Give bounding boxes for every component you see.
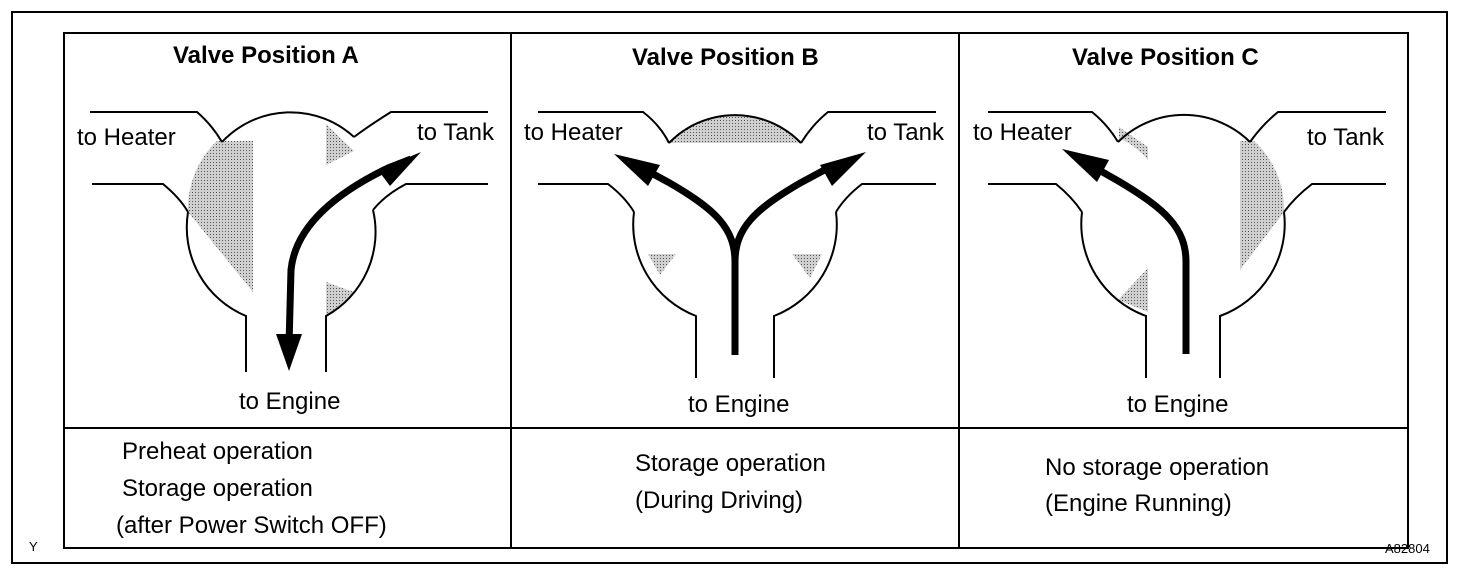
corner-mark: Y xyxy=(29,539,38,554)
panel-a-description-line: Preheat operation xyxy=(122,438,313,465)
panel-b-engine-label: to Engine xyxy=(688,391,790,418)
flow-arrow xyxy=(731,163,832,263)
panel-b-heater-label: to Heater xyxy=(524,119,623,146)
panel-b-title: Valve Position B xyxy=(632,44,819,71)
panel-a-heater-label: to Heater xyxy=(77,124,176,151)
panel-a-title: Valve Position A xyxy=(173,42,359,69)
flow-arrow xyxy=(1090,162,1190,354)
valve-c-diagram xyxy=(988,111,1386,378)
panel-a-engine-label: to Engine xyxy=(239,388,341,415)
panel-a-tank-label: to Tank xyxy=(417,119,494,146)
panel-a-description-line: (after Power Switch OFF) xyxy=(116,512,387,539)
panel-divider xyxy=(958,32,960,549)
figure-code: A82804 xyxy=(1385,541,1430,556)
arrow-head xyxy=(276,334,302,371)
flow-arrow xyxy=(285,155,413,346)
valve-c-shading xyxy=(1118,127,1285,312)
valve-c-body xyxy=(988,111,1386,378)
arrow-head xyxy=(820,152,866,186)
panel-b-tank-label: to Tank xyxy=(867,119,944,146)
panel-a-description-line: Storage operation xyxy=(122,475,313,502)
panel-grid xyxy=(63,32,1409,549)
valve-a-diagram xyxy=(90,111,488,372)
valve-a-body xyxy=(90,111,488,372)
valve-a-shading xyxy=(187,124,354,318)
panel-c-tank-label: to Tank xyxy=(1307,124,1384,151)
panel-c-description-line: No storage operation xyxy=(1045,454,1270,481)
valve-b-body xyxy=(538,111,936,378)
panel-c-description-line: (Engine Running) xyxy=(1045,490,1232,517)
panel-c-engine-label: to Engine xyxy=(1127,391,1229,418)
arrow-head xyxy=(378,152,421,186)
panel-c-title: Valve Position C xyxy=(1072,44,1259,71)
panel-c-heater-label: to Heater xyxy=(973,119,1072,146)
valve-b-diagram xyxy=(538,111,936,378)
panel-divider xyxy=(510,32,512,549)
panel-b-description-line: (During Driving) xyxy=(635,487,804,514)
arrow-head xyxy=(614,154,660,186)
row-divider xyxy=(63,427,1409,429)
panel-b-description-line: Storage operation xyxy=(635,450,826,477)
arrow-head xyxy=(1062,149,1109,182)
outer-frame xyxy=(11,11,1448,564)
